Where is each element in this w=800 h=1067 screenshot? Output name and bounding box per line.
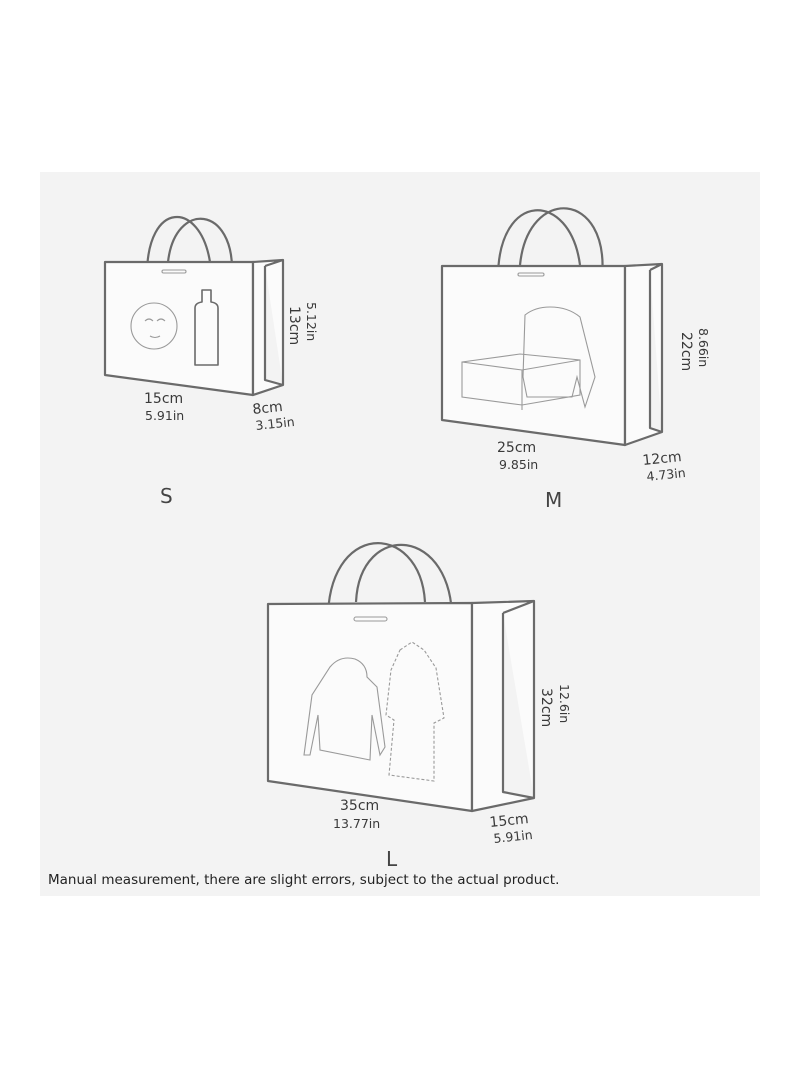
medium-depth-in: 4.73in (646, 465, 687, 484)
medium-height-in: 8.66in (696, 328, 711, 367)
large-depth-cm: 15cm (489, 811, 530, 831)
small-depth-cm: 8cm (252, 399, 284, 418)
bag-side (470, 599, 536, 813)
size-label-medium: M (545, 488, 562, 512)
small-depth-in: 3.15in (255, 414, 296, 433)
large-depth-in: 5.91in (493, 827, 534, 846)
bag-side (623, 262, 664, 447)
face-mask-icon (130, 302, 178, 350)
bag-slot (517, 272, 545, 277)
bag-side (251, 258, 285, 397)
bottle-icon (194, 289, 219, 366)
bag-large: 35cm 13.77in 15cm 5.91in 32cm 12.6in L (266, 542, 572, 871)
measurement-disclaimer: Manual measurement, there are slight err… (48, 872, 560, 888)
face-features-icon (144, 318, 166, 339)
size-label-large: L (386, 847, 398, 871)
medium-width-cm: 25cm (497, 440, 536, 456)
small-width-in: 5.91in (145, 408, 184, 423)
large-height-cm: 32cm (538, 688, 554, 727)
medium-depth-cm: 12cm (642, 449, 683, 469)
large-width-in: 13.77in (333, 816, 380, 831)
small-width-cm: 15cm (144, 391, 183, 407)
medium-width-in: 9.85in (499, 457, 538, 472)
small-height-cm: 13cm (286, 306, 302, 345)
bag-handle (326, 542, 454, 626)
trench-coat-icon (385, 641, 445, 782)
bag-slot (161, 269, 187, 274)
bag-front (266, 601, 474, 813)
medium-height-cm: 22cm (678, 332, 694, 371)
sweater-icon (522, 306, 596, 409)
bag-medium: 25cm 9.85in 12cm 4.73in 22cm 8.66in M (440, 207, 711, 512)
bag-handle (496, 207, 604, 279)
large-height-in: 12.6in (557, 684, 572, 723)
shoe-box-icon (461, 353, 581, 410)
hooded-jacket-icon (303, 657, 386, 761)
small-height-in: 5.12in (304, 302, 319, 341)
size-label-small: S (160, 484, 173, 508)
bag-handle (145, 216, 234, 276)
bag-small: 15cm 5.91in 8cm 3.15in 13cm 5.12in S (103, 216, 319, 508)
large-width-cm: 35cm (340, 798, 379, 814)
bag-front (103, 260, 255, 397)
bag-slot (353, 616, 388, 622)
